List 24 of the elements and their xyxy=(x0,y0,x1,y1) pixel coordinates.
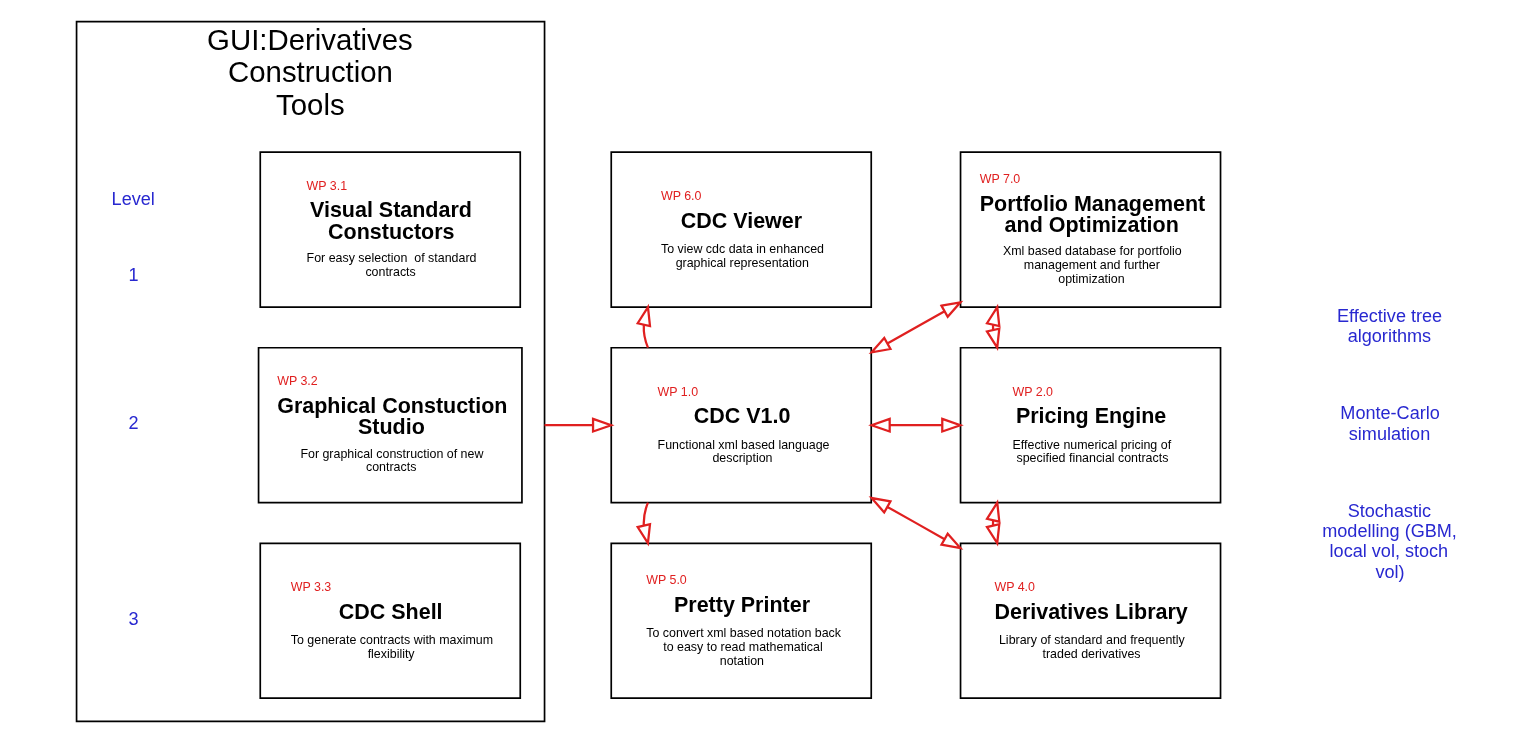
node-box: WP 3.3 CDC Shell To generate contracts with maximum flexibility xyxy=(258,542,521,700)
arrow xyxy=(984,499,1001,547)
arrow xyxy=(544,417,615,434)
node-box: WP 4.0 Derivatives Library Library of standard and frequently traded derivatives xyxy=(959,542,1221,700)
label: Monte-Carlo simulation xyxy=(1339,403,1440,444)
label: 3 xyxy=(128,609,139,630)
arrow xyxy=(868,496,963,550)
arrow xyxy=(984,303,1001,351)
node-box: WP 3.2 Graphical Constuction Studio For graphical construction of new contracts xyxy=(257,346,523,504)
node-box: WP 3.1 Visual Standard Constuctors For easy selection of standard contracts xyxy=(258,151,521,308)
arrow xyxy=(635,502,651,547)
node-box: WP 6.0 CDC Viewer To view cdc data in enhanced graphical representation xyxy=(609,151,872,308)
label: 1 xyxy=(128,265,139,286)
label: Level xyxy=(111,188,155,209)
label: 2 xyxy=(128,413,139,434)
node-box: WP 2.0 Pricing Engine Effective numerical pricing of specified financial contracts xyxy=(959,346,1221,504)
node-box: WP 1.0 CDC V1.0 Functional xml based language description xyxy=(609,346,872,504)
node-box: WP 5.0 Pretty Printer To convert xml based notation back to easy to read mathematical notation xyxy=(609,542,872,700)
arrow xyxy=(867,417,964,434)
label: Effective tree algorithms xyxy=(1336,306,1442,347)
label: Stochastic modelling (GBM, local vol, stoch vol) xyxy=(1321,500,1457,582)
node-box: WP 7.0 Portfolio Management and Optimization Xml based database for portfolio management and further optimization xyxy=(959,151,1221,308)
arrow xyxy=(868,300,963,355)
arrow xyxy=(635,303,651,349)
